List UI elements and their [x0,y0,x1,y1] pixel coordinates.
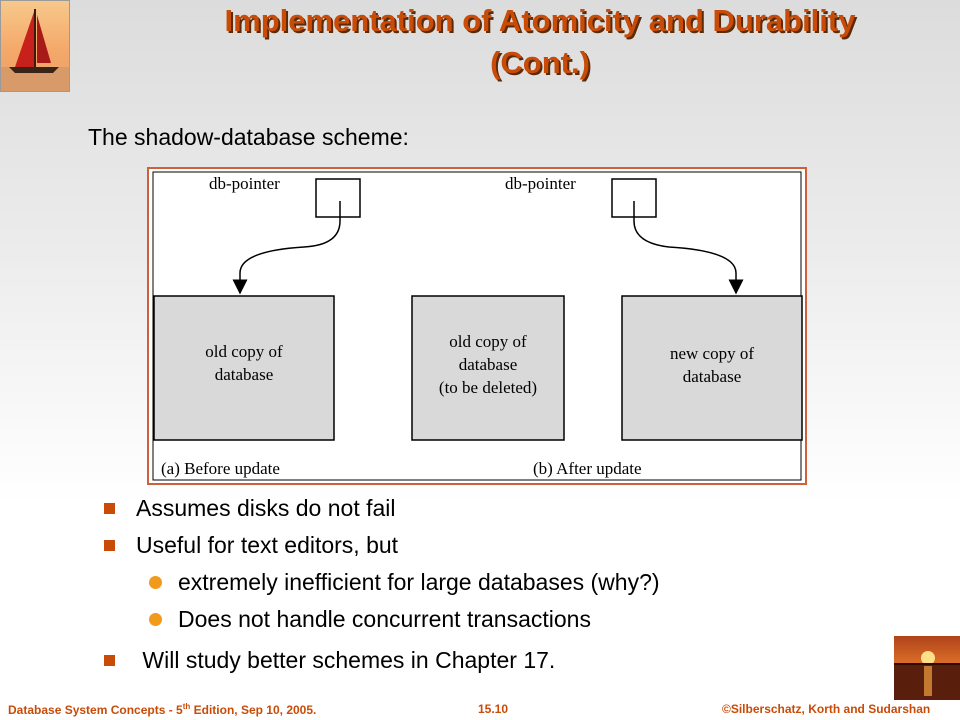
db-pointer-left-label: db-pointer [209,174,280,193]
swoosh-decoration-icon [940,567,960,634]
footer-book-info: Database System Concepts - 5th Edition, … [8,702,317,717]
bullet-item: extremely inefficient for large database… [104,564,864,601]
bullet-list: Assumes disks do not fail Useful for tex… [104,490,864,679]
old-copy-deleted-label-2: database [459,355,518,374]
bullet-item: Will study better schemes in Chapter 17. [104,642,864,679]
bullet-text: Will study better schemes in Chapter 17. [136,647,556,673]
bullet-text: extremely inefficient for large database… [178,569,660,595]
round-bullet-icon [149,576,162,589]
slide-title-line2: (Cont.) [490,45,590,80]
db-pointer-left-arrow [232,201,341,295]
caption-after-update: (b) After update [533,459,642,478]
new-copy-label-1: new copy of [670,344,754,363]
sunset-logo-icon [894,636,960,700]
bullet-text: Does not handle concurrent transactions [178,606,591,632]
slide-title: Implementation of Atomicity and Durabili… [100,0,960,84]
square-bullet-icon [104,503,115,514]
footer-copyright: ©Silberschatz, Korth and Sudarshan [722,702,931,716]
square-bullet-icon [104,540,115,551]
bullet-text: Useful for text editors, but [136,532,399,558]
bullet-item: Useful for text editors, but [104,527,864,564]
new-copy-label-2: database [683,367,742,386]
bullet-text: Assumes disks do not fail [136,495,396,521]
caption-before-update: (a) Before update [161,459,280,478]
sailboat-logo-icon [0,0,70,92]
square-bullet-icon [104,655,115,666]
old-copy-deleted-box [411,295,565,441]
old-copy-before-box [153,295,335,441]
bullet-item: Does not handle concurrent transactions [104,601,864,638]
old-copy-deleted-label-3: (to be deleted) [439,378,537,397]
footer-page-number: 15.10 [478,702,509,716]
shadow-database-diagram: db-pointer db-pointer old copy of databa… [147,167,807,485]
old-copy-before-label-2: database [215,365,274,384]
round-bullet-icon [149,613,162,626]
db-pointer-left-box [315,178,361,218]
old-copy-deleted-label-1: old copy of [449,332,527,351]
new-copy-box [621,295,803,441]
db-pointer-right-label: db-pointer [505,174,576,193]
slide-title-line1: Implementation of Atomicity and Durabili… [224,3,856,38]
slide-subtitle: The shadow-database scheme: [88,124,409,150]
bullet-item: Assumes disks do not fail [104,490,864,527]
db-pointer-right-arrow [633,201,744,295]
slide-footer: Database System Concepts - 5th Edition, … [0,700,960,720]
old-copy-before-label-1: old copy of [205,342,283,361]
